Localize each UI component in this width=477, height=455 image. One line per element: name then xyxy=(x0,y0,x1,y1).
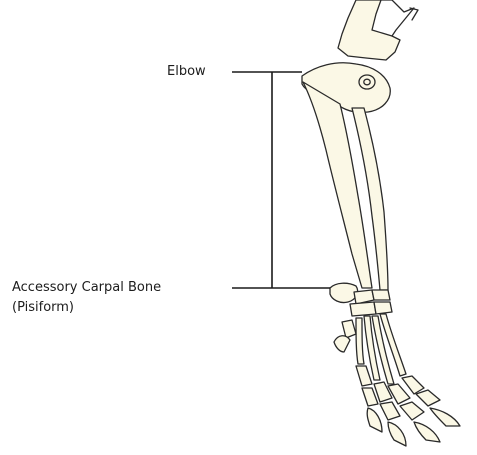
claw-2 xyxy=(388,422,406,446)
accessory-carpal-label: Accessory Carpal Bone xyxy=(12,279,161,296)
phalanx-1-proximal xyxy=(356,366,372,386)
carpal-bone-2 xyxy=(372,290,390,300)
claw-4 xyxy=(430,408,460,426)
metacarpal-1 xyxy=(356,318,364,364)
claw-1 xyxy=(367,408,382,432)
forelimb-bones xyxy=(302,0,460,446)
phalanx-4-proximal xyxy=(402,376,424,394)
humerus-shaft-edge xyxy=(381,0,414,36)
dewclaw-claw xyxy=(334,336,350,352)
elbow-condyle-center xyxy=(364,79,370,85)
pisiform-label: (Pisiform) xyxy=(12,299,74,316)
phalanx-3-middle xyxy=(400,402,424,420)
claw-3 xyxy=(414,422,440,442)
phalanx-2-middle xyxy=(380,402,400,420)
accessory-carpal-bone xyxy=(330,283,358,302)
carpal-bone-4 xyxy=(374,302,392,314)
phalanx-4-middle xyxy=(416,390,440,406)
elbow-label: Elbow xyxy=(167,63,206,80)
phalanx-3-proximal xyxy=(388,384,410,404)
carpal-bone-3 xyxy=(350,302,376,316)
humerus-bone xyxy=(338,0,400,60)
